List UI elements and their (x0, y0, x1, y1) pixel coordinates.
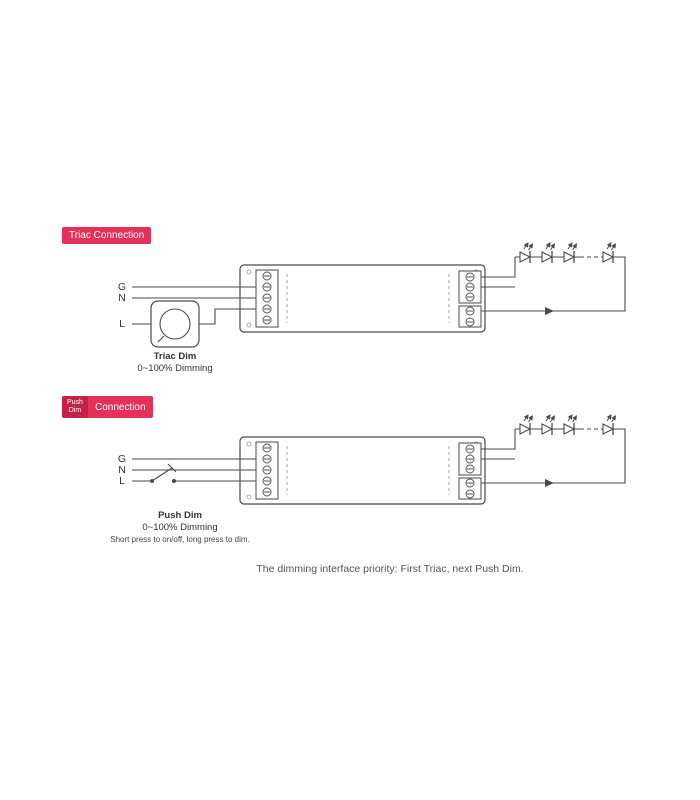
push-dim-range: 0~100% Dimming (142, 522, 218, 533)
push-dim-title: Push Dim (158, 510, 202, 521)
led-driver-device (240, 437, 485, 504)
led-icon (564, 243, 577, 263)
led-icon (603, 243, 616, 263)
terminal-label-l: L (119, 475, 125, 487)
wire-led-return (481, 428, 626, 484)
dimming-priority-note: The dimming interface priority: First Tr… (256, 563, 524, 575)
push-dim-badge-line2: Dim (68, 407, 82, 414)
wire-led-plus (481, 257, 516, 278)
led-driver-device (240, 265, 485, 332)
wire-led-return (481, 256, 626, 312)
terminal-label-n: N (118, 464, 126, 476)
push-switch-icon (150, 463, 177, 483)
triac-badge-label: Triac Connection (69, 230, 145, 241)
push-dim-wiring-section (132, 415, 626, 504)
push-dim-badge-line1: Push (67, 399, 83, 406)
push-dim-badge-right: Connection (87, 396, 153, 418)
triac-dim-title: Triac Dim (153, 351, 197, 362)
terminal-label-g: G (117, 453, 127, 465)
led-icon (542, 243, 555, 263)
push-dim-note: Short press to on/off, long press to dim… (110, 535, 250, 544)
push-dim-badge-left: Push Dim (62, 396, 88, 418)
led-icon (520, 243, 533, 263)
wire-l-to-driver (199, 308, 256, 325)
rotary-dimmer-icon (150, 300, 200, 348)
triac-connection-badge: Triac Connection (62, 227, 152, 244)
triac-wiring-section (132, 243, 626, 348)
flow-arrow-icon (545, 307, 554, 315)
terminal-label-n: N (118, 292, 126, 304)
wire-led-plus (481, 429, 516, 450)
flow-arrow-icon (545, 479, 554, 487)
terminal-label-l: L (119, 318, 125, 330)
led-icon (542, 415, 555, 435)
terminal-label-g: G (117, 281, 127, 293)
push-dim-connection-badge: Push Dim Connection (62, 396, 153, 418)
led-icon (520, 415, 533, 435)
led-icon (603, 415, 616, 435)
triac-dim-range: 0~100% Dimming (137, 363, 213, 374)
led-icon (564, 415, 577, 435)
